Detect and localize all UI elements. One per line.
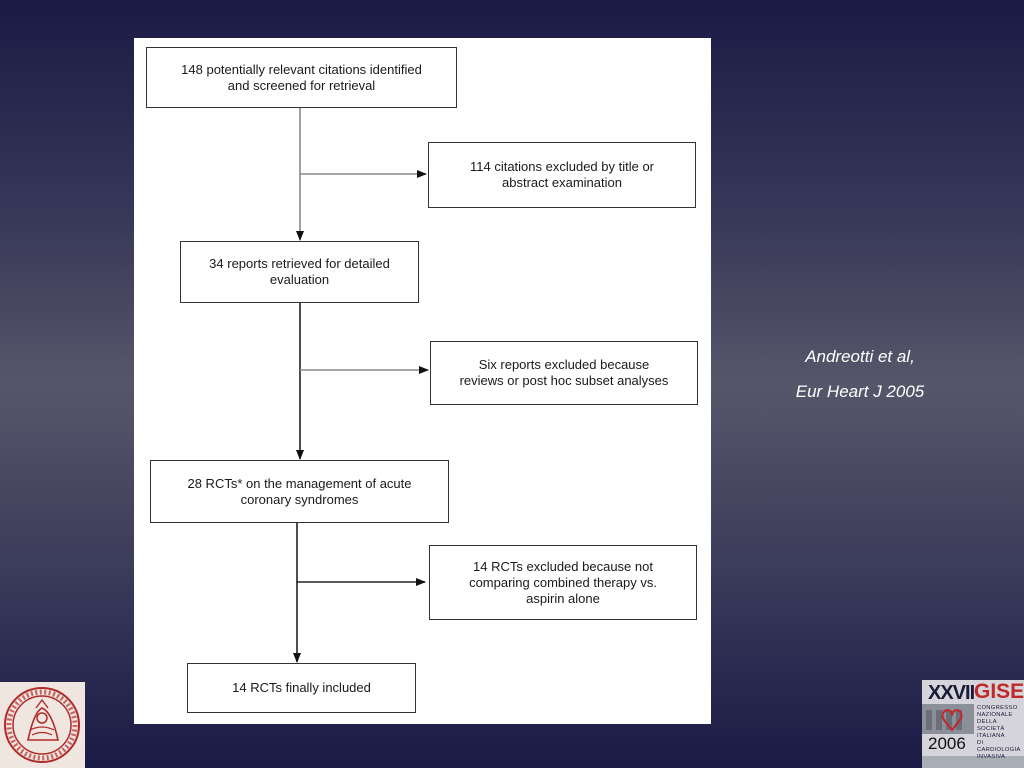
flow-node-citations-screened: 148 potentially relevant citations ident…	[146, 47, 457, 108]
gise-subtitle: CONGRESSO NAZIONALE DELLA SOCIETÀ ITALIA…	[977, 705, 1021, 760]
flow-node-text: 14 RCTs excluded because not comparing c…	[469, 558, 657, 606]
flow-node-citations-excluded: 114 citations excluded by title or abstr…	[428, 142, 696, 208]
flow-node-text: 28 RCTs* on the management of acute coro…	[187, 475, 412, 507]
flow-node-rcts-acs: 28 RCTs* on the management of acute coro…	[150, 460, 449, 523]
gise-wordmark: GISE	[974, 680, 1024, 703]
gise-year: 2006	[928, 734, 966, 753]
flow-node-text: 148 potentially relevant citations ident…	[181, 61, 422, 93]
flow-node-rcts-excluded: 14 RCTs excluded because not comparing c…	[429, 545, 697, 620]
flow-node-rcts-included: 14 RCTs finally included	[187, 663, 416, 713]
flow-node-text: 114 citations excluded by title or abstr…	[469, 159, 655, 190]
citation-authors: Andreotti et al,	[805, 347, 915, 366]
university-seal-icon	[0, 682, 85, 768]
flow-node-text: 34 reports retrieved for detailed evalua…	[209, 256, 390, 287]
citation-journal: Eur Heart J 2005	[795, 382, 925, 401]
gise-edition: XXVII	[928, 682, 975, 704]
gise-congress-logo: XXVII GISE CONGRESSO NAZIONALE DELLA SOC…	[922, 680, 1024, 768]
flow-node-reports-excluded: Six reports excluded because reviews or …	[430, 341, 698, 405]
flow-node-text: Six reports excluded because reviews or …	[459, 357, 669, 388]
flow-node-reports-retrieved: 34 reports retrieved for detailed evalua…	[180, 241, 419, 303]
flow-node-text: 14 RCTs finally included	[232, 680, 371, 695]
